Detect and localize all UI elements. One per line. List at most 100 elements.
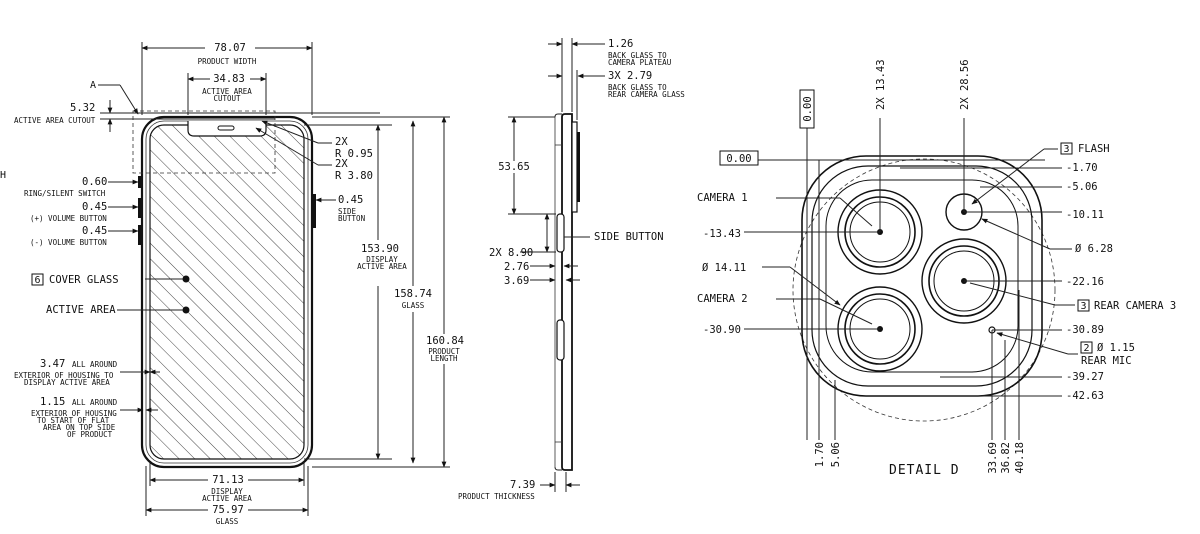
border-flat-value: 1.15	[40, 396, 65, 408]
plateau-value: 1.26	[608, 38, 633, 50]
right-y-4: -22.16	[1066, 276, 1104, 288]
left-y-2: -30.90	[703, 324, 741, 336]
bottom-x-3: 33.69	[987, 442, 999, 474]
product-length-value: 160.84	[426, 335, 464, 347]
top-2x-1: 2X 13.43	[875, 59, 887, 110]
bottom-x-1: 1.70	[814, 442, 826, 467]
display-width-label-2: ACTIVE AREA	[202, 494, 252, 503]
thickness-value: 7.39	[510, 479, 535, 491]
detail-circle	[792, 158, 1056, 422]
depth-2-value: 3.69	[504, 275, 529, 287]
earpiece	[217, 125, 235, 131]
border-flat-label-2: TO START OF FLAT	[37, 416, 110, 425]
camera-module-inner	[825, 179, 1019, 373]
section-marker: A	[90, 80, 96, 91]
right-y-7: -42.63	[1066, 390, 1104, 402]
datum-x: 0.00	[802, 96, 814, 121]
right-y-1: -1.70	[1066, 162, 1098, 174]
flash-label: FLASH	[1078, 143, 1110, 155]
side-button-label-2: BUTTON	[338, 214, 365, 223]
glass-height-label: GLASS	[402, 301, 425, 310]
product-length-label-1: PRODUCT	[428, 347, 460, 356]
display-active-area	[149, 124, 305, 460]
cover-glass-num: 6	[34, 275, 40, 286]
thickness-label: PRODUCT THICKNESS	[458, 492, 535, 501]
camera-plateau	[571, 121, 578, 213]
display-height-value: 153.90	[361, 243, 399, 255]
plateau-label-2: CAMERA PLATEAU	[608, 58, 671, 67]
camera-module-mid	[811, 165, 1033, 387]
bottom-x-4: 36.82	[1000, 442, 1012, 474]
product-width-label: PRODUCT WIDTH	[198, 57, 257, 66]
border-display-label-2: DISPLAY ACTIVE AREA	[24, 378, 110, 387]
cutout-width-label-2: CUTOUT	[213, 94, 241, 103]
camera-bump	[577, 132, 580, 202]
side-button-length-value: 2X 8.90	[489, 247, 533, 259]
volume-down-label: (-) VOLUME BUTTON	[30, 238, 107, 247]
right-y-6: -39.27	[1066, 371, 1104, 383]
left-y-1: -13.43	[703, 228, 741, 240]
border-flat-label-3: AREA ON TOP SIDE	[43, 423, 116, 432]
detail-title: DETAIL D	[889, 463, 960, 478]
cutout-height-value: 5.32	[70, 102, 95, 114]
side-button-offset-value: 53.65	[498, 161, 530, 173]
display-width-value: 71.13	[212, 474, 244, 486]
side-body	[561, 113, 573, 471]
cutout-width-label-1: ACTIVE AREA	[202, 87, 252, 96]
right-y-5: -30.89	[1066, 324, 1104, 336]
cutout-height-label: ACTIVE AREA CUTOUT	[14, 116, 96, 125]
flash-num: 3	[1063, 144, 1069, 155]
display-height-label-1: DISPLAY	[366, 255, 398, 264]
rear-mic-dia: Ø 1.15	[1097, 342, 1135, 354]
side-button-callout: SIDE BUTTON	[594, 231, 664, 243]
rear-camera-3-label: REAR CAMERA 3	[1094, 300, 1176, 312]
dia-6: Ø 6.28	[1075, 243, 1113, 255]
front-view: H 78.07 PRODUCT WIDTH 34.83 ACTIVE AREA …	[0, 42, 464, 526]
radius-1-count: 2X	[335, 136, 348, 148]
camera-2-label: CAMERA 2	[697, 293, 748, 305]
edge-letter: H	[0, 170, 6, 181]
display-width-label-1: DISPLAY	[211, 487, 243, 496]
top-2x-2: 2X 28.56	[959, 59, 971, 110]
right-y-3: -10.11	[1066, 209, 1104, 221]
cutout-width-value: 34.83	[213, 73, 245, 85]
ring-switch-label: RING/SILENT SWITCH	[24, 189, 106, 198]
cover-glass-label: COVER GLASS	[49, 274, 119, 286]
ring-switch-value: 0.60	[82, 176, 107, 188]
glass-width-label: GLASS	[216, 517, 239, 526]
glass-width-value: 75.97	[212, 504, 244, 516]
radius-1-value: R 0.95	[335, 148, 373, 160]
border-flat-label-1: EXTERIOR OF HOUSING	[31, 409, 117, 418]
radius-2-count: 2X	[335, 158, 348, 170]
product-width-value: 78.07	[214, 42, 246, 54]
border-flat-suffix: ALL AROUND	[72, 398, 118, 407]
phone-outline	[140, 115, 314, 469]
cutout-zone	[132, 110, 276, 174]
camera-1-label: CAMERA 1	[697, 192, 748, 204]
bottom-x-2: 5.06	[830, 442, 842, 467]
side-button-side	[556, 213, 565, 253]
depth-1-value: 2.76	[504, 261, 529, 273]
side-button-label-1: SIDE	[338, 207, 357, 216]
product-length-label-2: LENGTH	[430, 354, 458, 363]
camera-glass-value: 3X 2.79	[608, 70, 652, 82]
rear-camera-3-num: 3	[1080, 301, 1086, 312]
side-button-value: 0.45	[338, 194, 363, 206]
ring-switch	[138, 176, 142, 188]
display-height-label-2: ACTIVE AREA	[357, 262, 407, 271]
volume-up-label: (+) VOLUME BUTTON	[30, 214, 107, 223]
datum-y: 0.00	[726, 153, 751, 165]
volume-down	[138, 225, 142, 245]
volume-down-value: 0.45	[82, 225, 107, 237]
border-display-value: 3.47	[40, 358, 65, 370]
detail-d: 0.00 0.00 2X 13.43 2X 28.56 3 FLASH -1.7…	[697, 59, 1176, 478]
plateau-label-1: BACK GLASS TO	[608, 51, 667, 60]
active-area-label: ACTIVE AREA	[46, 304, 116, 316]
volume-up-value: 0.45	[82, 201, 107, 213]
dia-14: Ø 14.11	[702, 262, 746, 274]
rear-mic-label: REAR MIC	[1081, 355, 1132, 367]
rear-mic-num: 2	[1083, 343, 1089, 354]
right-y-2: -5.06	[1066, 181, 1098, 193]
camera-glass-label-1: BACK GLASS TO	[608, 83, 667, 92]
